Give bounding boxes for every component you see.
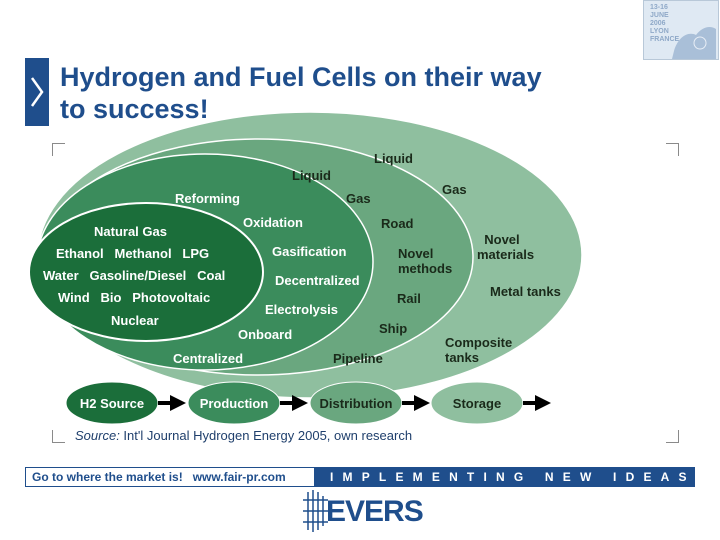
evers-logo-mark-icon <box>303 490 328 532</box>
chevron-right-icon <box>30 77 44 107</box>
arrow-icon <box>280 401 294 405</box>
arrow-icons <box>158 395 551 411</box>
source-label: Water Gasoline/Diesel Coal <box>43 268 226 283</box>
arrow-icon <box>523 401 537 405</box>
production-label: Centralized <box>173 351 244 366</box>
footer-tagline: Go to where the market is! www.fair-pr.c… <box>32 470 286 484</box>
corner-mark-bottom-right <box>666 430 679 443</box>
production-label: Onboard <box>238 327 293 342</box>
arrow-icon <box>414 395 430 411</box>
page-title-line-1: Hydrogen and Fuel Cells on their way <box>60 62 542 92</box>
evers-logo: EVERS <box>326 495 424 528</box>
distribution-label-ship: Ship <box>379 321 408 336</box>
storage-label-novel-materials-text: Novel materials <box>477 232 535 262</box>
stage-label-h2-source: H2 Source <box>79 396 145 411</box>
production-label: Oxidation <box>243 215 303 230</box>
production-label: Decentralized <box>275 273 360 288</box>
corner-mark-top-left <box>52 143 65 156</box>
storage-label-gas: Gas <box>442 182 467 197</box>
storage-label-metal-tanks: Metal tanks <box>490 284 561 299</box>
distribution-label-rail: Rail <box>397 291 421 306</box>
stage-label-storage: Storage <box>452 396 502 411</box>
distribution-label-gas: Gas <box>346 191 371 206</box>
footer-slogan: IMPLEMENTING NEW IDEAS <box>330 470 696 484</box>
page-title-line-2: to success! <box>60 94 209 124</box>
source-label: Nuclear <box>111 313 159 328</box>
stage-label-production: Production <box>199 396 269 411</box>
production-label: Electrolysis <box>265 302 338 317</box>
arrow-icon <box>292 395 308 411</box>
arrow-icon <box>535 395 551 411</box>
storage-label-composite-tanks: Composite tanks <box>445 335 513 365</box>
corner-mark-top-right <box>666 143 679 156</box>
title-marker <box>25 58 49 126</box>
production-label: Reforming <box>175 191 240 206</box>
storage-label-liquid: Liquid <box>374 151 413 166</box>
arrow-icon <box>158 401 172 405</box>
production-label: Gasification <box>272 244 347 259</box>
corner-mark-bottom-left <box>52 430 65 443</box>
source-label: Ethanol Methanol LPG <box>56 246 210 261</box>
distribution-label-liquid: Liquid <box>292 168 331 183</box>
source-citation-text: Int'l Journal Hydrogen Energy 2005, own … <box>119 428 413 443</box>
source-label: Natural Gas <box>94 224 167 239</box>
event-badge-text: 13-16 JUNE 2006 LYON FRANCE <box>650 4 680 43</box>
distribution-label-pipeline: Pipeline <box>333 351 383 366</box>
source-citation-label: Source: <box>75 428 120 443</box>
footer-left-box <box>26 468 314 486</box>
source-citation: Source: Int'l Journal Hydrogen Energy 20… <box>75 428 412 443</box>
event-badge <box>643 0 719 60</box>
arrow-icon <box>170 395 186 411</box>
storage-label-novel-materials: Novel materials <box>477 217 534 262</box>
source-ellipse <box>28 202 264 342</box>
arrow-icon <box>402 401 416 405</box>
distribution-label-road: Road <box>381 216 414 231</box>
stage-label-distribution: Distribution <box>319 396 393 411</box>
distribution-label-novel-methods: Novel methods <box>398 246 453 276</box>
source-label: Wind Bio Photovoltaic <box>58 290 211 305</box>
europe-map-icon <box>672 27 716 59</box>
